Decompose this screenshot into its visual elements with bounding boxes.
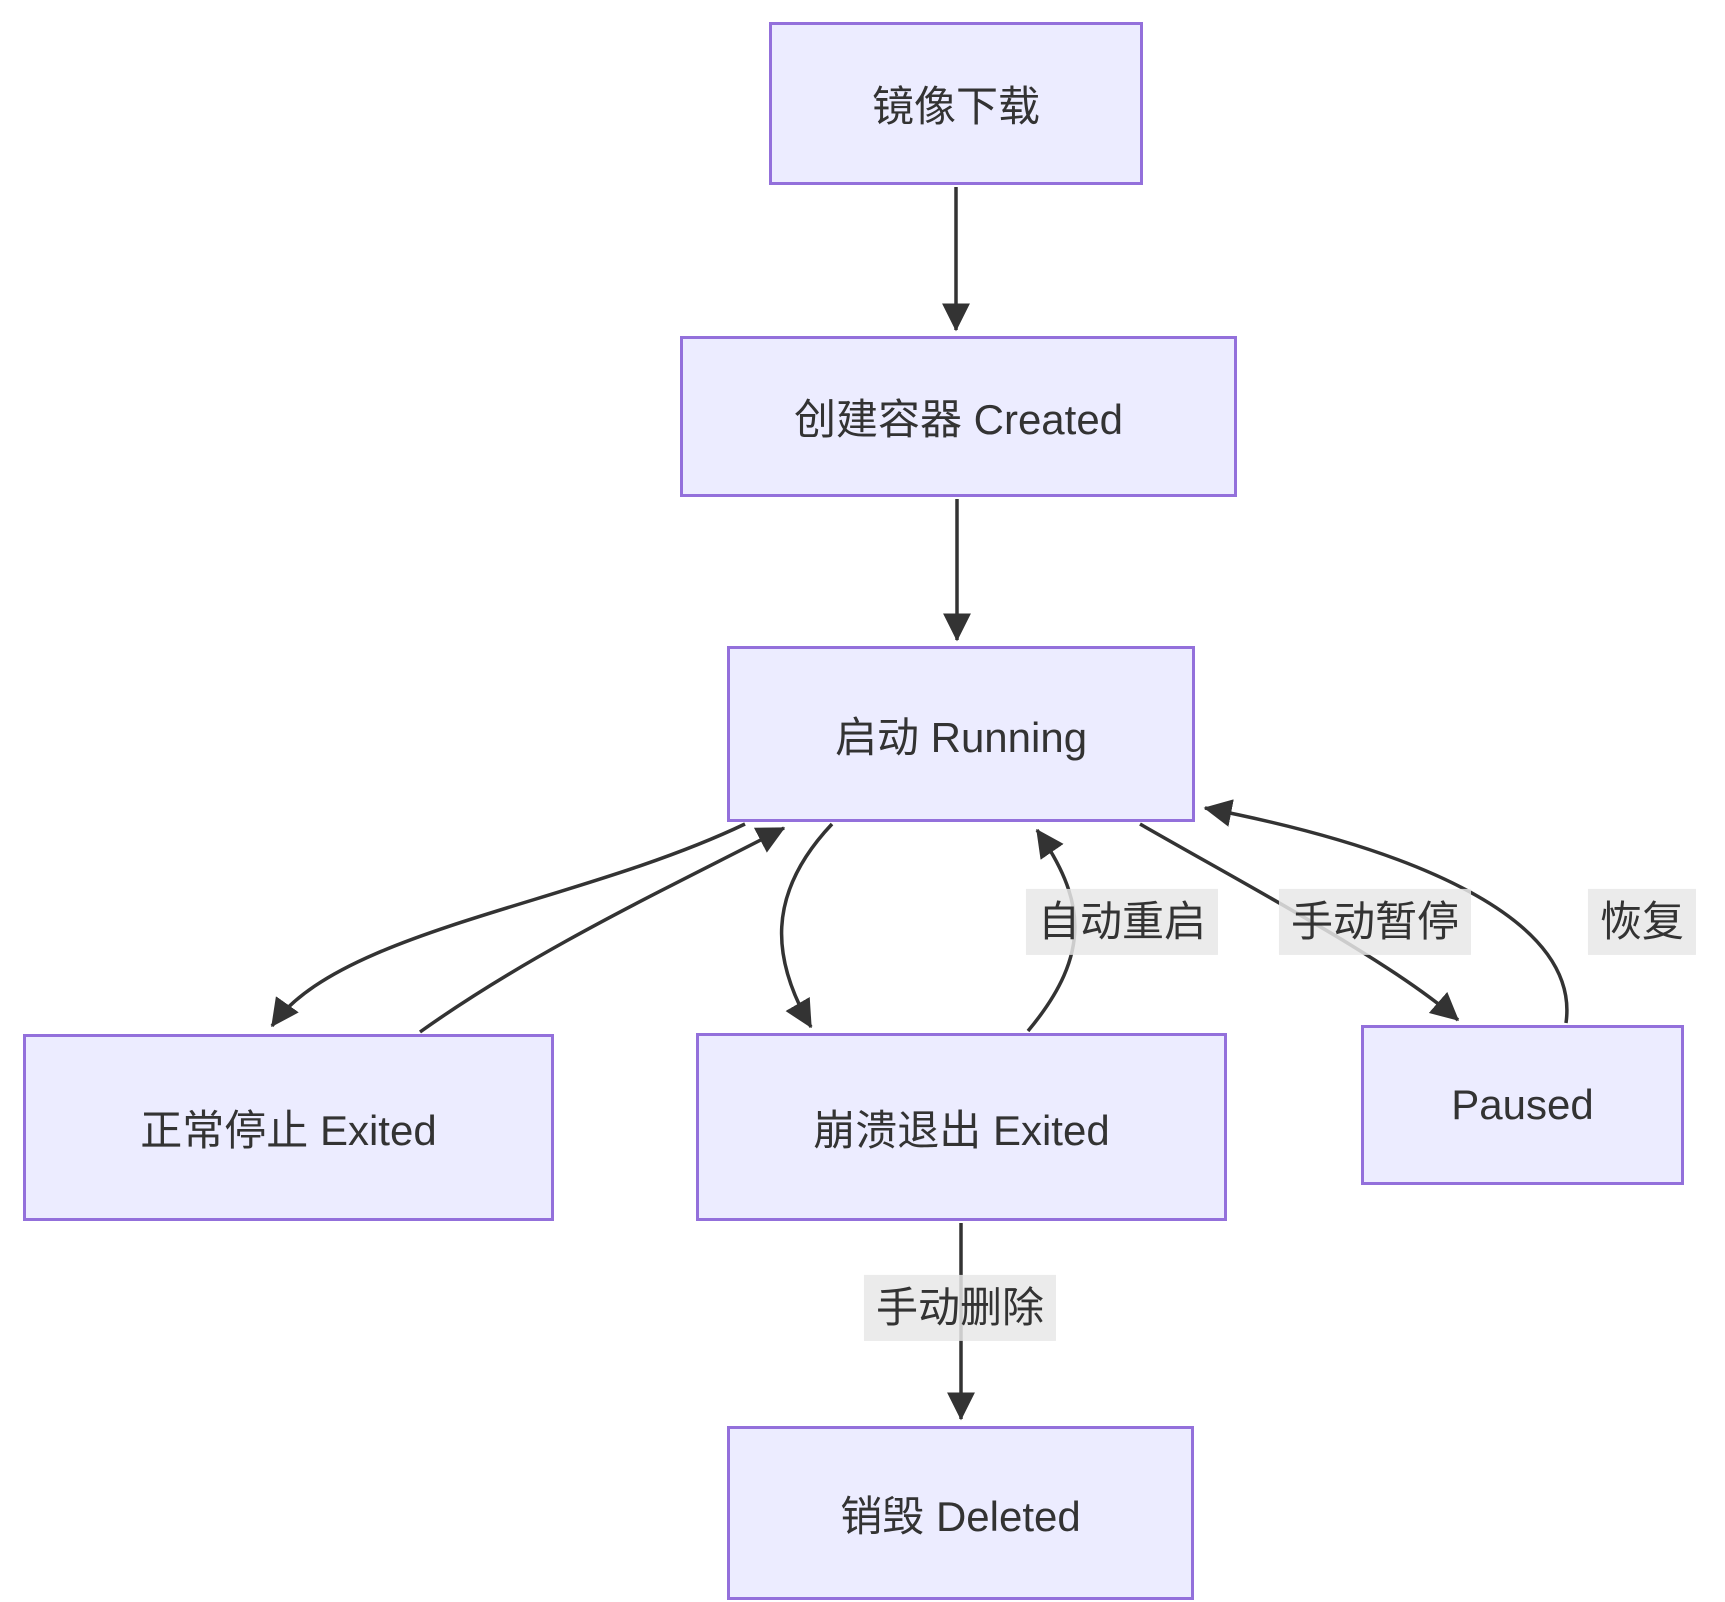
edge-label-manual-pause: 手动暂停 [1278,888,1472,956]
edge-running-to-exited-normal [270,822,746,1028]
node-exited-normal-label: 正常停止 Exited [140,1107,437,1154]
node-exited-crash: 崩溃退出 Exited [696,1033,1227,1221]
node-exited-normal: 正常停止 Exited [23,1034,554,1221]
node-paused: Paused [1361,1025,1684,1185]
node-running: 启动 Running [727,646,1195,822]
edge-exited-normal-to-running [418,826,786,1034]
node-exited-crash-label: 崩溃退出 Exited [813,1106,1110,1154]
node-deleted: 销毁 Deleted [727,1426,1194,1600]
edge-running-to-exited-crash [779,822,834,1029]
edge-label-auto-restart: 自动重启 [1025,888,1219,956]
node-created-label: 创建容器 Created [793,396,1124,443]
node-image-pull: 镜像下载 [769,22,1143,185]
edge-label-resume: 恢复 [1587,888,1697,956]
node-created: 创建容器 Created [680,336,1237,497]
node-image-pull-label: 镜像下载 [871,83,1040,130]
edge-paused-to-running [1203,799,1569,1024]
node-running-label: 启动 Running [834,713,1088,761]
edge-label-manual-delete: 手动删除 [863,1274,1057,1342]
node-paused-label: Paused [1451,1081,1594,1128]
node-deleted-label: 销毁 Deleted [840,1492,1081,1540]
